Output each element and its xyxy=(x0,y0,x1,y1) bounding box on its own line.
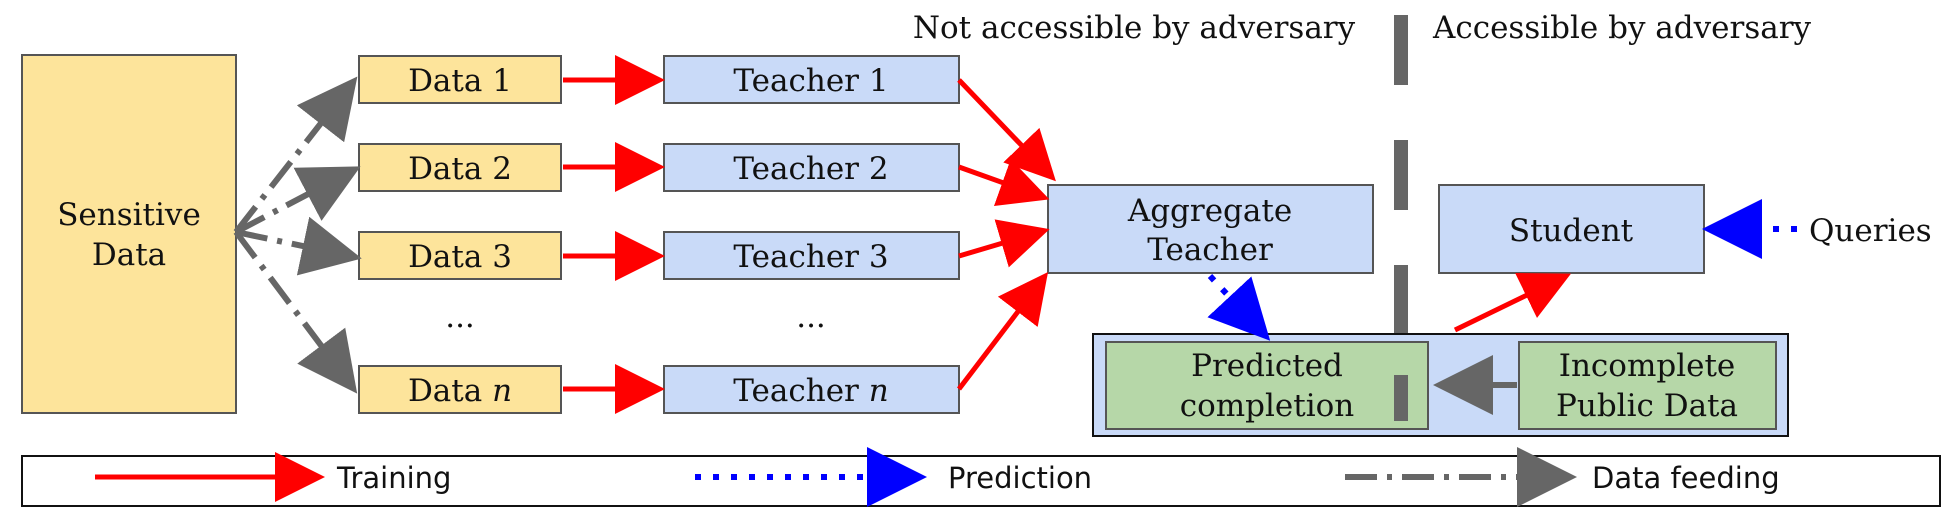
legend-prediction-label: Prediction xyxy=(948,461,1092,495)
header-accessible: Accessible by adversary xyxy=(1432,10,1812,46)
legend-frame xyxy=(21,455,1941,507)
training-arrow-teacher-2 xyxy=(958,158,1050,207)
predicted-completion-line2: completion xyxy=(1180,388,1355,424)
teacher-box-3-prefix: Teacher xyxy=(733,239,868,275)
svg-text:Data 2: Data 2 xyxy=(408,151,512,187)
legend: Training Prediction Data feeding xyxy=(21,447,1941,507)
legend-training-label: Training xyxy=(336,461,451,495)
teacher-box-n: Teacher n xyxy=(663,365,960,414)
teacher-ellipsis: ... xyxy=(796,299,826,335)
sensitive-data-label-line1: Sensitive xyxy=(57,197,201,233)
training-arrow-teacher-3 xyxy=(958,219,1050,268)
data-box-2: Data 2 xyxy=(358,143,562,192)
legend-feeding-label: Data feeding xyxy=(1592,461,1780,495)
incomplete-public-data-line2: Public Data xyxy=(1556,388,1738,424)
teacher-box-n-prefix: Teacher xyxy=(733,373,868,409)
data-box-2-prefix: Data xyxy=(408,151,492,187)
data-box-3: Data 3 xyxy=(358,231,562,280)
training-arrow-teacher-n xyxy=(957,272,1049,391)
teacher-box-2: Teacher 2 xyxy=(663,143,960,192)
teacher-box-2-prefix: Teacher xyxy=(733,151,868,187)
data-box-1-prefix: Data xyxy=(408,63,492,99)
svg-text:Teacher 2: Teacher 2 xyxy=(733,151,888,187)
svg-text:Data 3: Data 3 xyxy=(408,239,512,275)
teacher-box-n-suffix: n xyxy=(869,373,889,409)
teacher-box-1-suffix: 1 xyxy=(869,63,889,99)
sensitive-data-label-line2: Data xyxy=(92,237,166,273)
training-arrows xyxy=(563,55,1571,414)
svg-text:Teacher n: Teacher n xyxy=(733,373,888,409)
prediction-arrow-aggregate xyxy=(1207,273,1271,341)
incomplete-public-data-box: Incomplete Public Data xyxy=(1518,341,1777,430)
teacher-box-1: Teacher 1 xyxy=(663,55,960,104)
svg-text:Data 1: Data 1 xyxy=(408,63,512,99)
aggregate-teacher-line1: Aggregate xyxy=(1127,193,1292,229)
data-box-n: Data n xyxy=(358,365,562,414)
incomplete-public-data-line1: Incomplete xyxy=(1559,348,1736,384)
feeding-arrows xyxy=(233,76,1517,415)
predicted-completion-line1: Predicted xyxy=(1191,348,1343,384)
aggregate-teacher-line2: Teacher xyxy=(1147,232,1273,268)
teacher-box-3: Teacher 3 xyxy=(663,231,960,280)
svg-text:Teacher 3: Teacher 3 xyxy=(733,239,888,275)
training-arrow-student xyxy=(1453,272,1571,333)
data-box-3-suffix: 3 xyxy=(492,239,512,275)
predicted-completion-box: Predicted completion xyxy=(1105,341,1429,430)
feeding-arrow-1 xyxy=(233,76,358,234)
data-box-n-prefix: Data xyxy=(408,373,492,409)
teacher-box-3-suffix: 3 xyxy=(869,239,889,275)
student-label: Student xyxy=(1509,213,1634,249)
data-box-1-suffix: 1 xyxy=(492,63,512,99)
feeding-arrow-n xyxy=(233,230,358,394)
data-box-2-suffix: 2 xyxy=(492,151,512,187)
svg-text:Data n: Data n xyxy=(408,373,512,409)
data-box-n-suffix: n xyxy=(492,373,512,409)
data-box-3-prefix: Data xyxy=(408,239,492,275)
svg-text:Teacher 1: Teacher 1 xyxy=(733,63,888,99)
header-not-accessible: Not accessible by adversary xyxy=(913,10,1356,46)
teacher-box-2-suffix: 2 xyxy=(869,151,889,187)
queries-label: Queries xyxy=(1809,213,1932,249)
data-ellipsis: ... xyxy=(445,299,475,335)
teacher-box-1-prefix: Teacher xyxy=(733,63,868,99)
aggregate-teacher-box: Aggregate Teacher xyxy=(1047,184,1374,274)
prediction-arrows xyxy=(1207,199,1797,341)
feeding-arrow-3 xyxy=(235,216,362,276)
data-box-1: Data 1 xyxy=(358,55,562,104)
feeding-arrow-2 xyxy=(234,166,361,235)
training-arrow-teacher-1 xyxy=(957,78,1056,182)
sensitive-data-box: Sensitive Data xyxy=(21,54,237,414)
student-box: Student xyxy=(1438,184,1705,274)
